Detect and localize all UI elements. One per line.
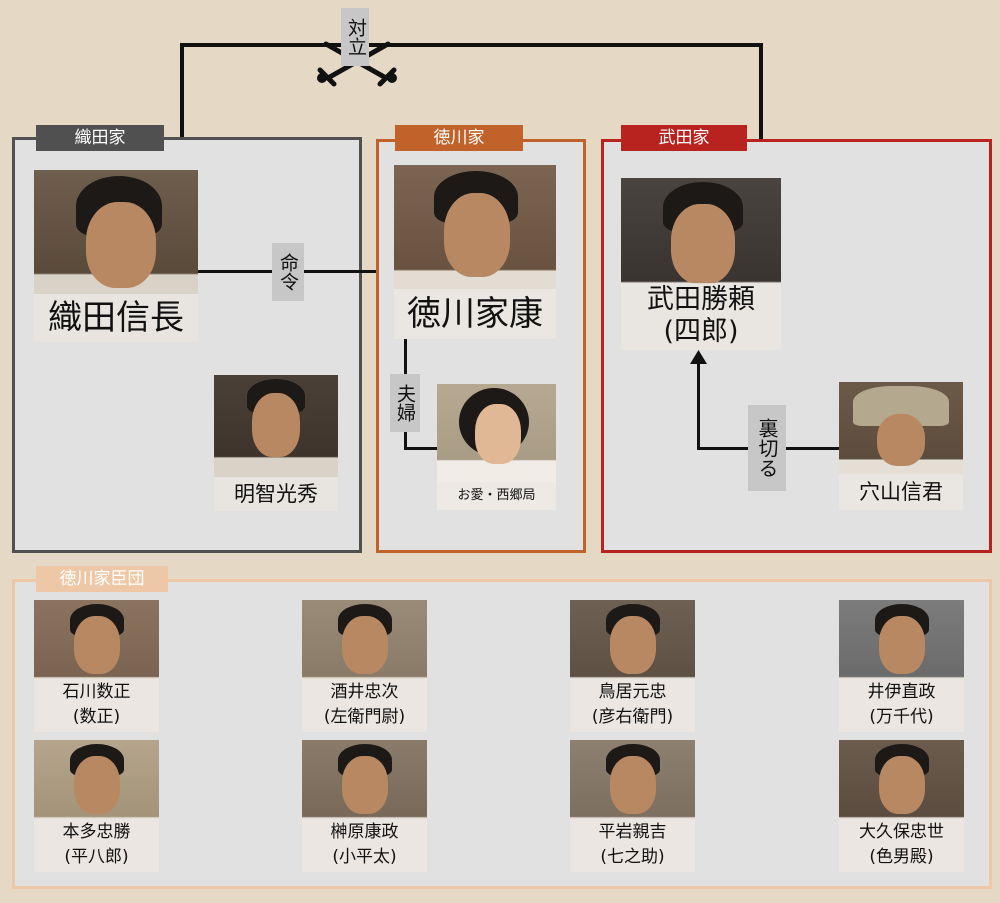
- retainer-alias: (小平太): [332, 847, 397, 867]
- retainer-alias: (彦右衛門): [591, 707, 674, 727]
- takeda-katsuyori-alias: (四郎): [663, 316, 739, 347]
- oda-nobunaga-portrait: 織田信長: [34, 170, 198, 342]
- anayama-nobutada-name: 穴山信君: [839, 474, 963, 510]
- retainer-card: 鳥居元忠 (彦右衛門): [570, 600, 695, 732]
- oda-nobunaga-name: 織田信長: [34, 294, 198, 342]
- face-shape: [877, 414, 925, 466]
- oda-house-tab: 織田家: [36, 125, 164, 151]
- oai-portrait: お愛・西郷局: [437, 384, 556, 510]
- retainer-name: 鳥居元忠: [598, 682, 667, 702]
- retainer-alias: (数正): [72, 707, 121, 727]
- tokugawa-ieyasu-portrait: 徳川家康: [394, 165, 556, 339]
- retainer-name: 平岩親吉: [598, 822, 667, 842]
- tokugawa-ieyasu-name: 徳川家康: [394, 289, 556, 339]
- face-shape: [475, 404, 521, 464]
- retainer-card: 大久保忠世 (色男殿): [839, 740, 964, 872]
- face-shape: [74, 616, 120, 674]
- retainer-name: 榊原康政: [330, 822, 399, 842]
- takeda-katsuyori-caption: 武田勝頼 (四郎): [621, 283, 781, 350]
- retainer-card: 酒井忠次 (左衛門尉): [302, 600, 427, 732]
- akechi-mitsuhide-portrait: 明智光秀: [214, 375, 338, 511]
- retainer-alias: (左衛門尉): [323, 707, 406, 727]
- face-shape: [879, 616, 925, 674]
- face-shape: [444, 193, 510, 277]
- takeda-katsuyori-name: 武田勝頼: [647, 284, 755, 315]
- retainer-alias: (平八郎): [64, 847, 129, 867]
- face-shape: [610, 756, 656, 814]
- retainer-card: 石川数正 (数正): [34, 600, 159, 732]
- retainer-caption: 酒井忠次 (左衛門尉): [302, 679, 427, 732]
- married-line-horizontal: [404, 447, 438, 450]
- conflict-line-top: [180, 43, 763, 47]
- retainer-card: 平岩親吉 (七之助): [570, 740, 695, 872]
- tokugawa-house-tab: 徳川家: [395, 125, 523, 151]
- anayama-nobutada-portrait: 穴山信君: [839, 382, 963, 510]
- married-label: 夫婦: [390, 374, 420, 432]
- retainer-alias: (七之助): [600, 847, 665, 867]
- conflict-line-left-vertical: [180, 43, 184, 173]
- face-shape: [342, 756, 388, 814]
- retainer-name: 酒井忠次: [330, 682, 399, 702]
- retainer-card: 榊原康政 (小平太): [302, 740, 427, 872]
- retainer-caption: 鳥居元忠 (彦右衛門): [570, 679, 695, 732]
- takeda-katsuyori-portrait: 武田勝頼 (四郎): [621, 178, 781, 350]
- oai-name: お愛・西郷局: [437, 482, 556, 510]
- retainer-caption: 井伊直政 (万千代): [839, 679, 964, 732]
- retainer-name: 井伊直政: [867, 682, 936, 702]
- retainer-caption: 大久保忠世 (色男殿): [839, 819, 964, 872]
- betray-arrowhead: [690, 350, 707, 364]
- retainers-tab: 徳川家臣団: [36, 566, 168, 592]
- retainer-caption: 榊原康政 (小平太): [302, 819, 427, 872]
- retainer-alias: (色男殿): [869, 847, 934, 867]
- retainer-name: 大久保忠世: [859, 822, 944, 842]
- retainer-caption: 本多忠勝 (平八郎): [34, 819, 159, 872]
- conflict-label: 対立: [341, 8, 369, 66]
- retainer-card: 井伊直政 (万千代): [839, 600, 964, 732]
- betray-line-vertical: [697, 362, 700, 450]
- face-shape: [610, 616, 656, 674]
- retainer-name: 石川数正: [62, 682, 131, 702]
- retainer-caption: 石川数正 (数正): [34, 679, 159, 732]
- command-label: 命令: [272, 243, 304, 301]
- retainer-caption: 平岩親吉 (七之助): [570, 819, 695, 872]
- betray-label: 裏切る: [748, 405, 786, 491]
- retainer-alias: (万千代): [869, 707, 934, 727]
- face-shape: [74, 756, 120, 814]
- akechi-mitsuhide-name: 明智光秀: [214, 477, 338, 511]
- retainer-card: 本多忠勝 (平八郎): [34, 740, 159, 872]
- takeda-house-tab: 武田家: [621, 125, 747, 151]
- face-shape: [252, 393, 300, 457]
- retainer-name: 本多忠勝: [62, 822, 131, 842]
- retainers-box: [12, 579, 992, 889]
- face-shape: [671, 204, 735, 284]
- face-shape: [86, 202, 156, 288]
- conflict-line-right-vertical: [759, 43, 763, 180]
- face-shape: [342, 616, 388, 674]
- face-shape: [879, 756, 925, 814]
